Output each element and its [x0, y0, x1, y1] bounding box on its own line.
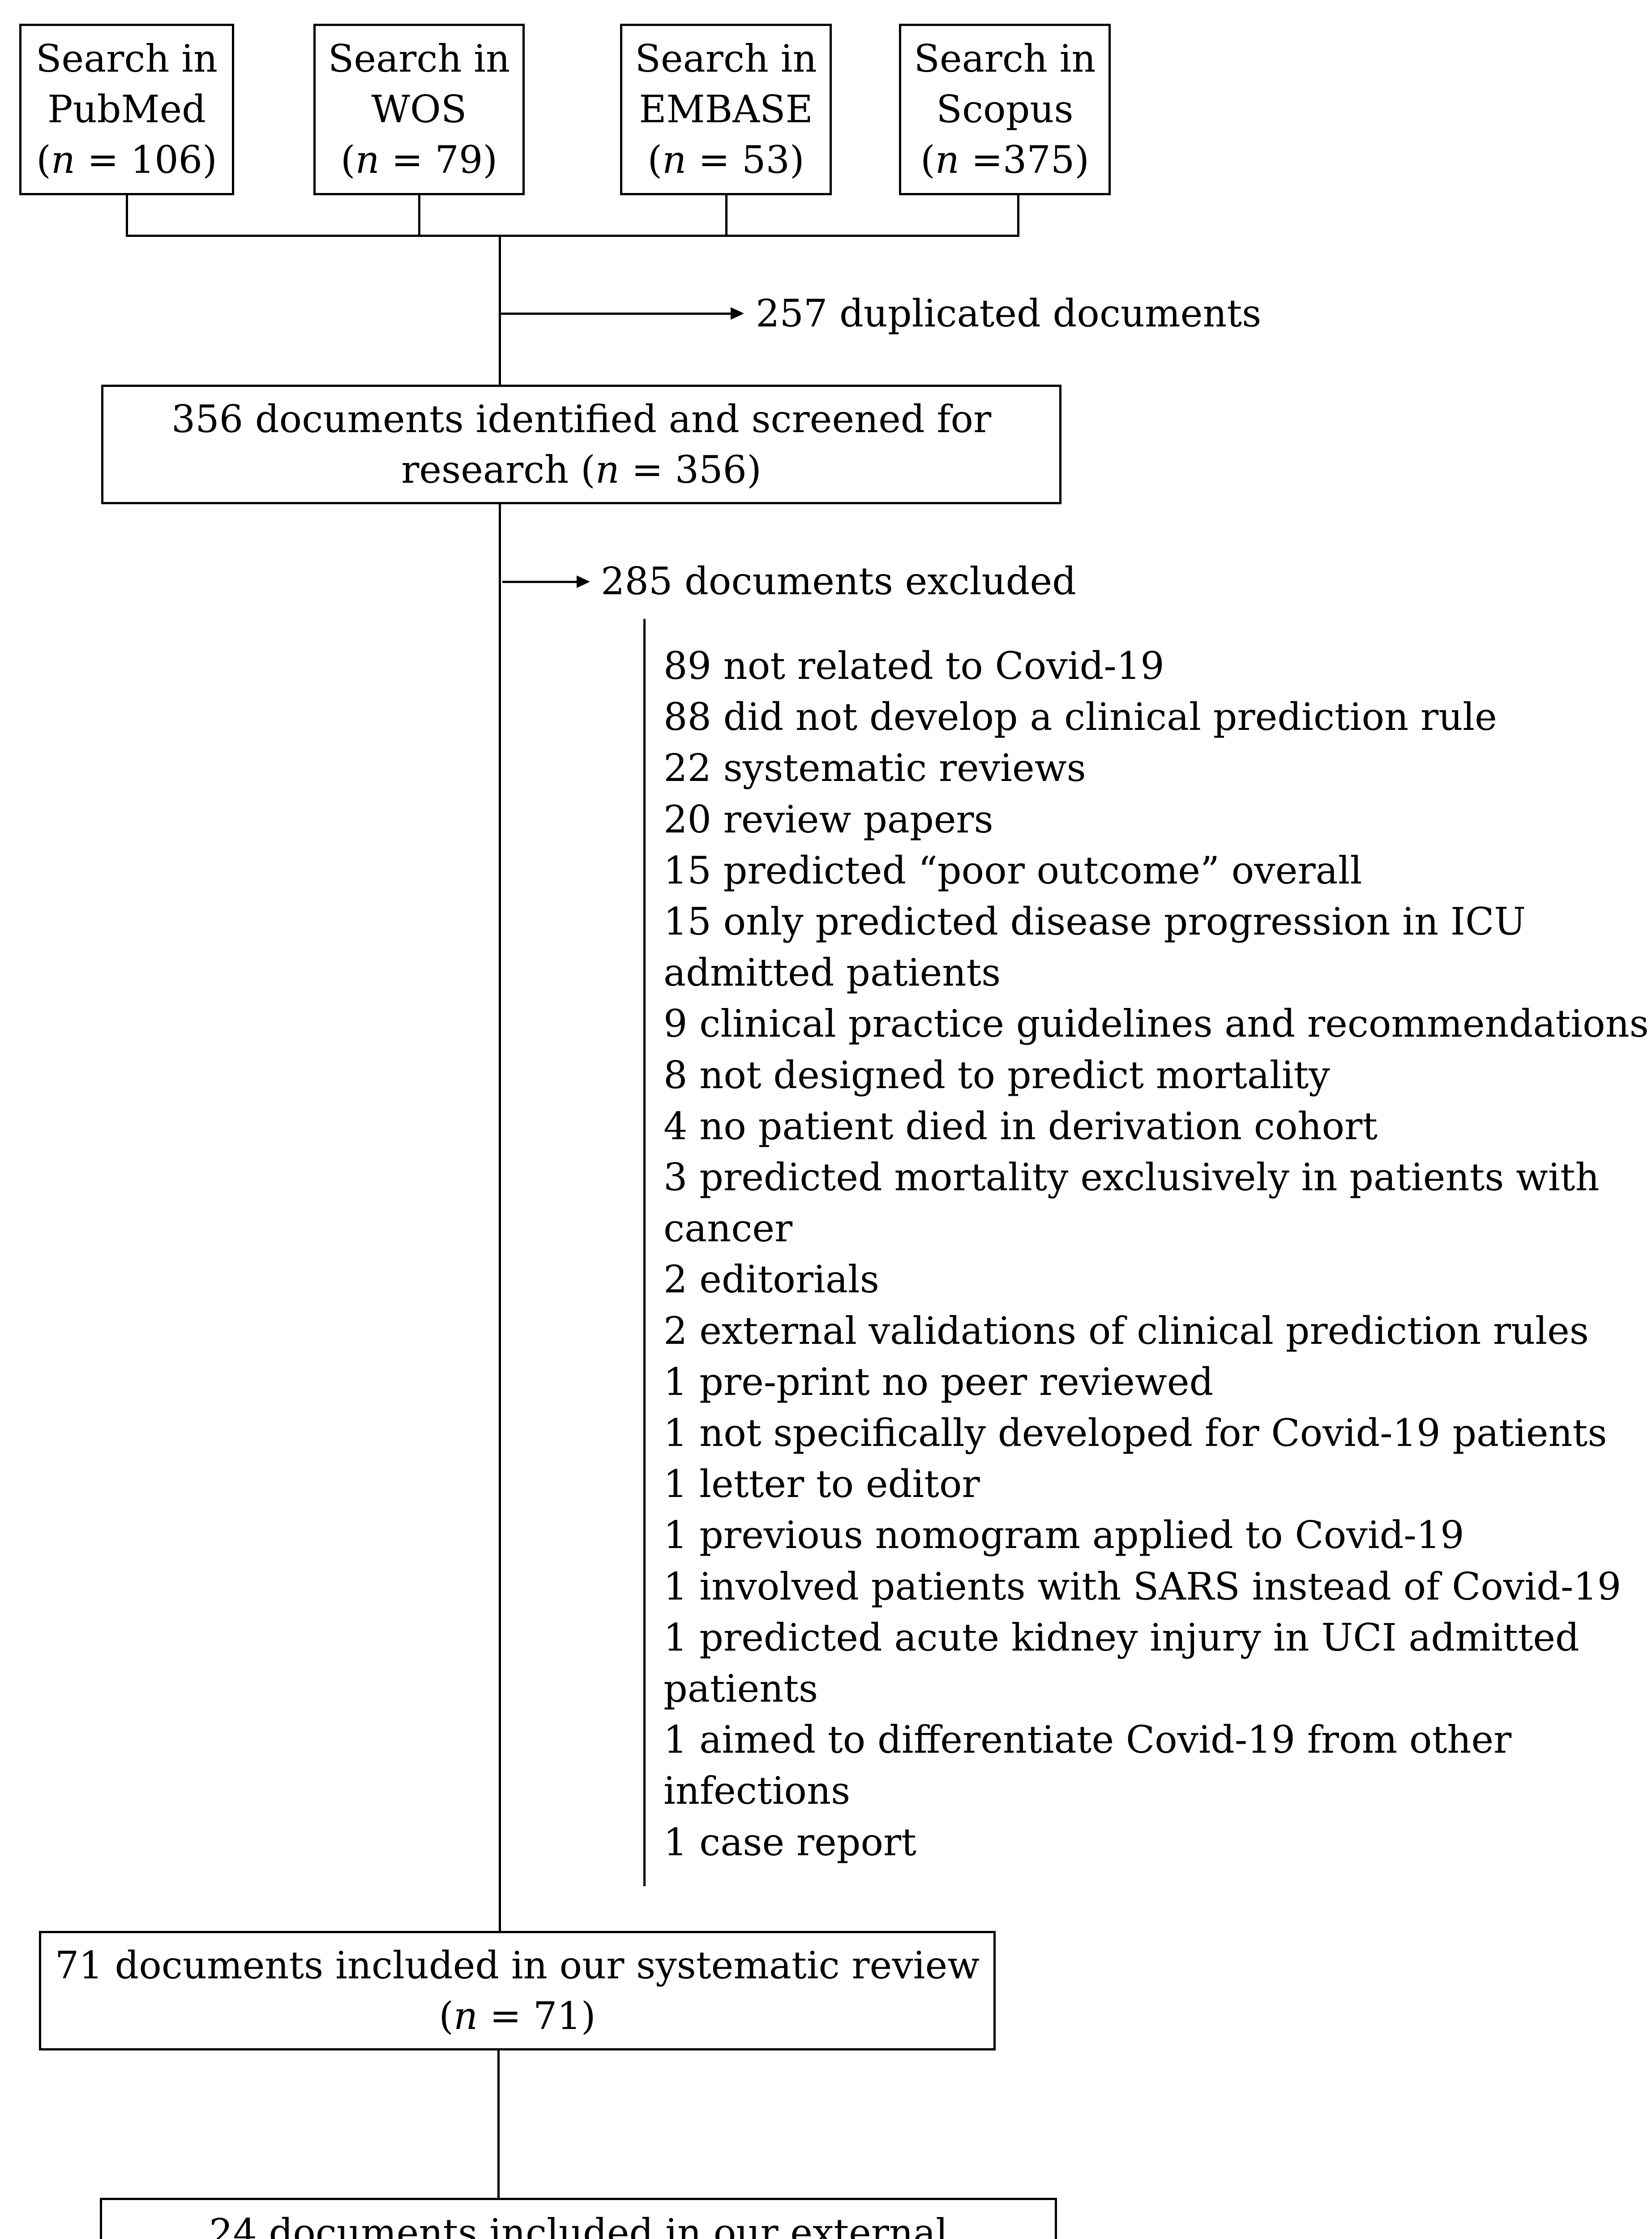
screened-line1: 356 documents identified and screened fo…: [171, 397, 992, 441]
arrow-line: [502, 581, 578, 583]
arrow-right-icon: [731, 307, 744, 320]
screened-box: 356 documents identified and screened fo…: [101, 385, 1061, 504]
source-title: Search in: [328, 37, 510, 81]
exclusion-reason: 9 clinical practice guidelines and recom…: [663, 1002, 1649, 1046]
exclusion-reason: 8 not designed to predict mortality: [663, 1053, 1330, 1097]
source-count: (n = 53): [647, 138, 805, 182]
exclusion-reasons-list: 89 not related to Covid-19 88 did not de…: [663, 640, 1649, 1868]
duplicates-label: 257 duplicated documents: [756, 292, 1262, 335]
included-validation-line1: 24 documents included in our external: [209, 2211, 948, 2239]
connector-line: [1017, 195, 1019, 236]
arrow-right-icon: [577, 575, 590, 588]
source-title: Search in: [914, 37, 1096, 81]
exclusion-reason: admitted patients: [663, 951, 1001, 995]
source-box-wos: Search in WOS (n = 79): [313, 24, 525, 195]
exclusion-reason: 15 only predicted disease progression in…: [663, 900, 1526, 944]
exclusion-reason: 1 pre-print no peer reviewed: [663, 1360, 1214, 1404]
arrow-line: [499, 313, 732, 315]
source-box-scopus: Search in Scopus (n =375): [899, 24, 1111, 195]
exclusion-reason: 22 systematic reviews: [663, 746, 1086, 790]
exclusion-reason: 88 did not develop a clinical prediction…: [663, 695, 1497, 739]
screened-line2: research (n = 356): [401, 447, 762, 492]
exclusion-reason: 1 aimed to differentiate Covid-19 from o…: [663, 1718, 1512, 1762]
exclusion-reason: 89 not related to Covid-19: [663, 644, 1164, 688]
source-name: Scopus: [936, 87, 1074, 131]
included-review-line2: (n = 71): [439, 1994, 596, 2038]
exclusion-reason: infections: [663, 1769, 851, 1813]
flow-line: [499, 504, 501, 1931]
exclusion-reason: 1 case report: [663, 1820, 916, 1864]
exclusion-reason: patients: [663, 1667, 818, 1711]
exclusion-reason: cancer: [663, 1206, 793, 1251]
connector-line: [126, 195, 128, 236]
source-count: (n =375): [920, 138, 1090, 182]
connector-line: [418, 195, 420, 236]
exclusion-reason: 4 no patient died in derivation cohort: [663, 1104, 1378, 1148]
source-name: WOS: [371, 87, 467, 131]
included-review-box: 71 documents included in our systematic …: [39, 1931, 996, 2050]
source-box-embase: Search in EMBASE (n = 53): [620, 24, 832, 195]
exclusion-reason: 2 editorials: [663, 1257, 879, 1302]
flow-line: [499, 235, 501, 385]
included-validation-box: 24 documents included in our external va…: [100, 2198, 1057, 2239]
exclusion-reason: 1 not specifically developed for Covid-1…: [663, 1411, 1607, 1455]
source-name: EMBASE: [639, 87, 813, 131]
excluded-label: 285 documents excluded: [601, 559, 1076, 603]
exclusion-reason: 1 letter to editor: [663, 1462, 980, 1506]
included-review-line1: 71 documents included in our systematic …: [55, 1943, 980, 1987]
source-title: Search in: [635, 37, 817, 81]
connector-line: [725, 195, 728, 236]
merge-connector: [126, 235, 1019, 237]
exclusion-reason: 1 involved patients with SARS instead of…: [663, 1564, 1622, 1608]
source-name: PubMed: [47, 87, 206, 131]
source-box-pubmed: Search in PubMed (n = 106): [19, 24, 234, 195]
flow-line: [497, 2050, 500, 2198]
source-title: Search in: [35, 37, 218, 81]
exclusion-reason: 2 external validations of clinical predi…: [663, 1308, 1589, 1353]
exclusion-reason: 15 predicted “poor outcome” overall: [663, 848, 1362, 892]
exclusion-bracket-line: [643, 619, 646, 1886]
source-count: (n = 79): [340, 138, 498, 182]
exclusion-reason: 20 review papers: [663, 797, 993, 841]
source-count: (n = 106): [36, 138, 217, 182]
exclusion-reason: 1 predicted acute kidney injury in UCI a…: [663, 1615, 1579, 1660]
exclusion-reason: 3 predicted mortality exclusively in pat…: [663, 1155, 1600, 1200]
exclusion-reason: 1 previous nomogram applied to Covid-19: [663, 1513, 1464, 1557]
